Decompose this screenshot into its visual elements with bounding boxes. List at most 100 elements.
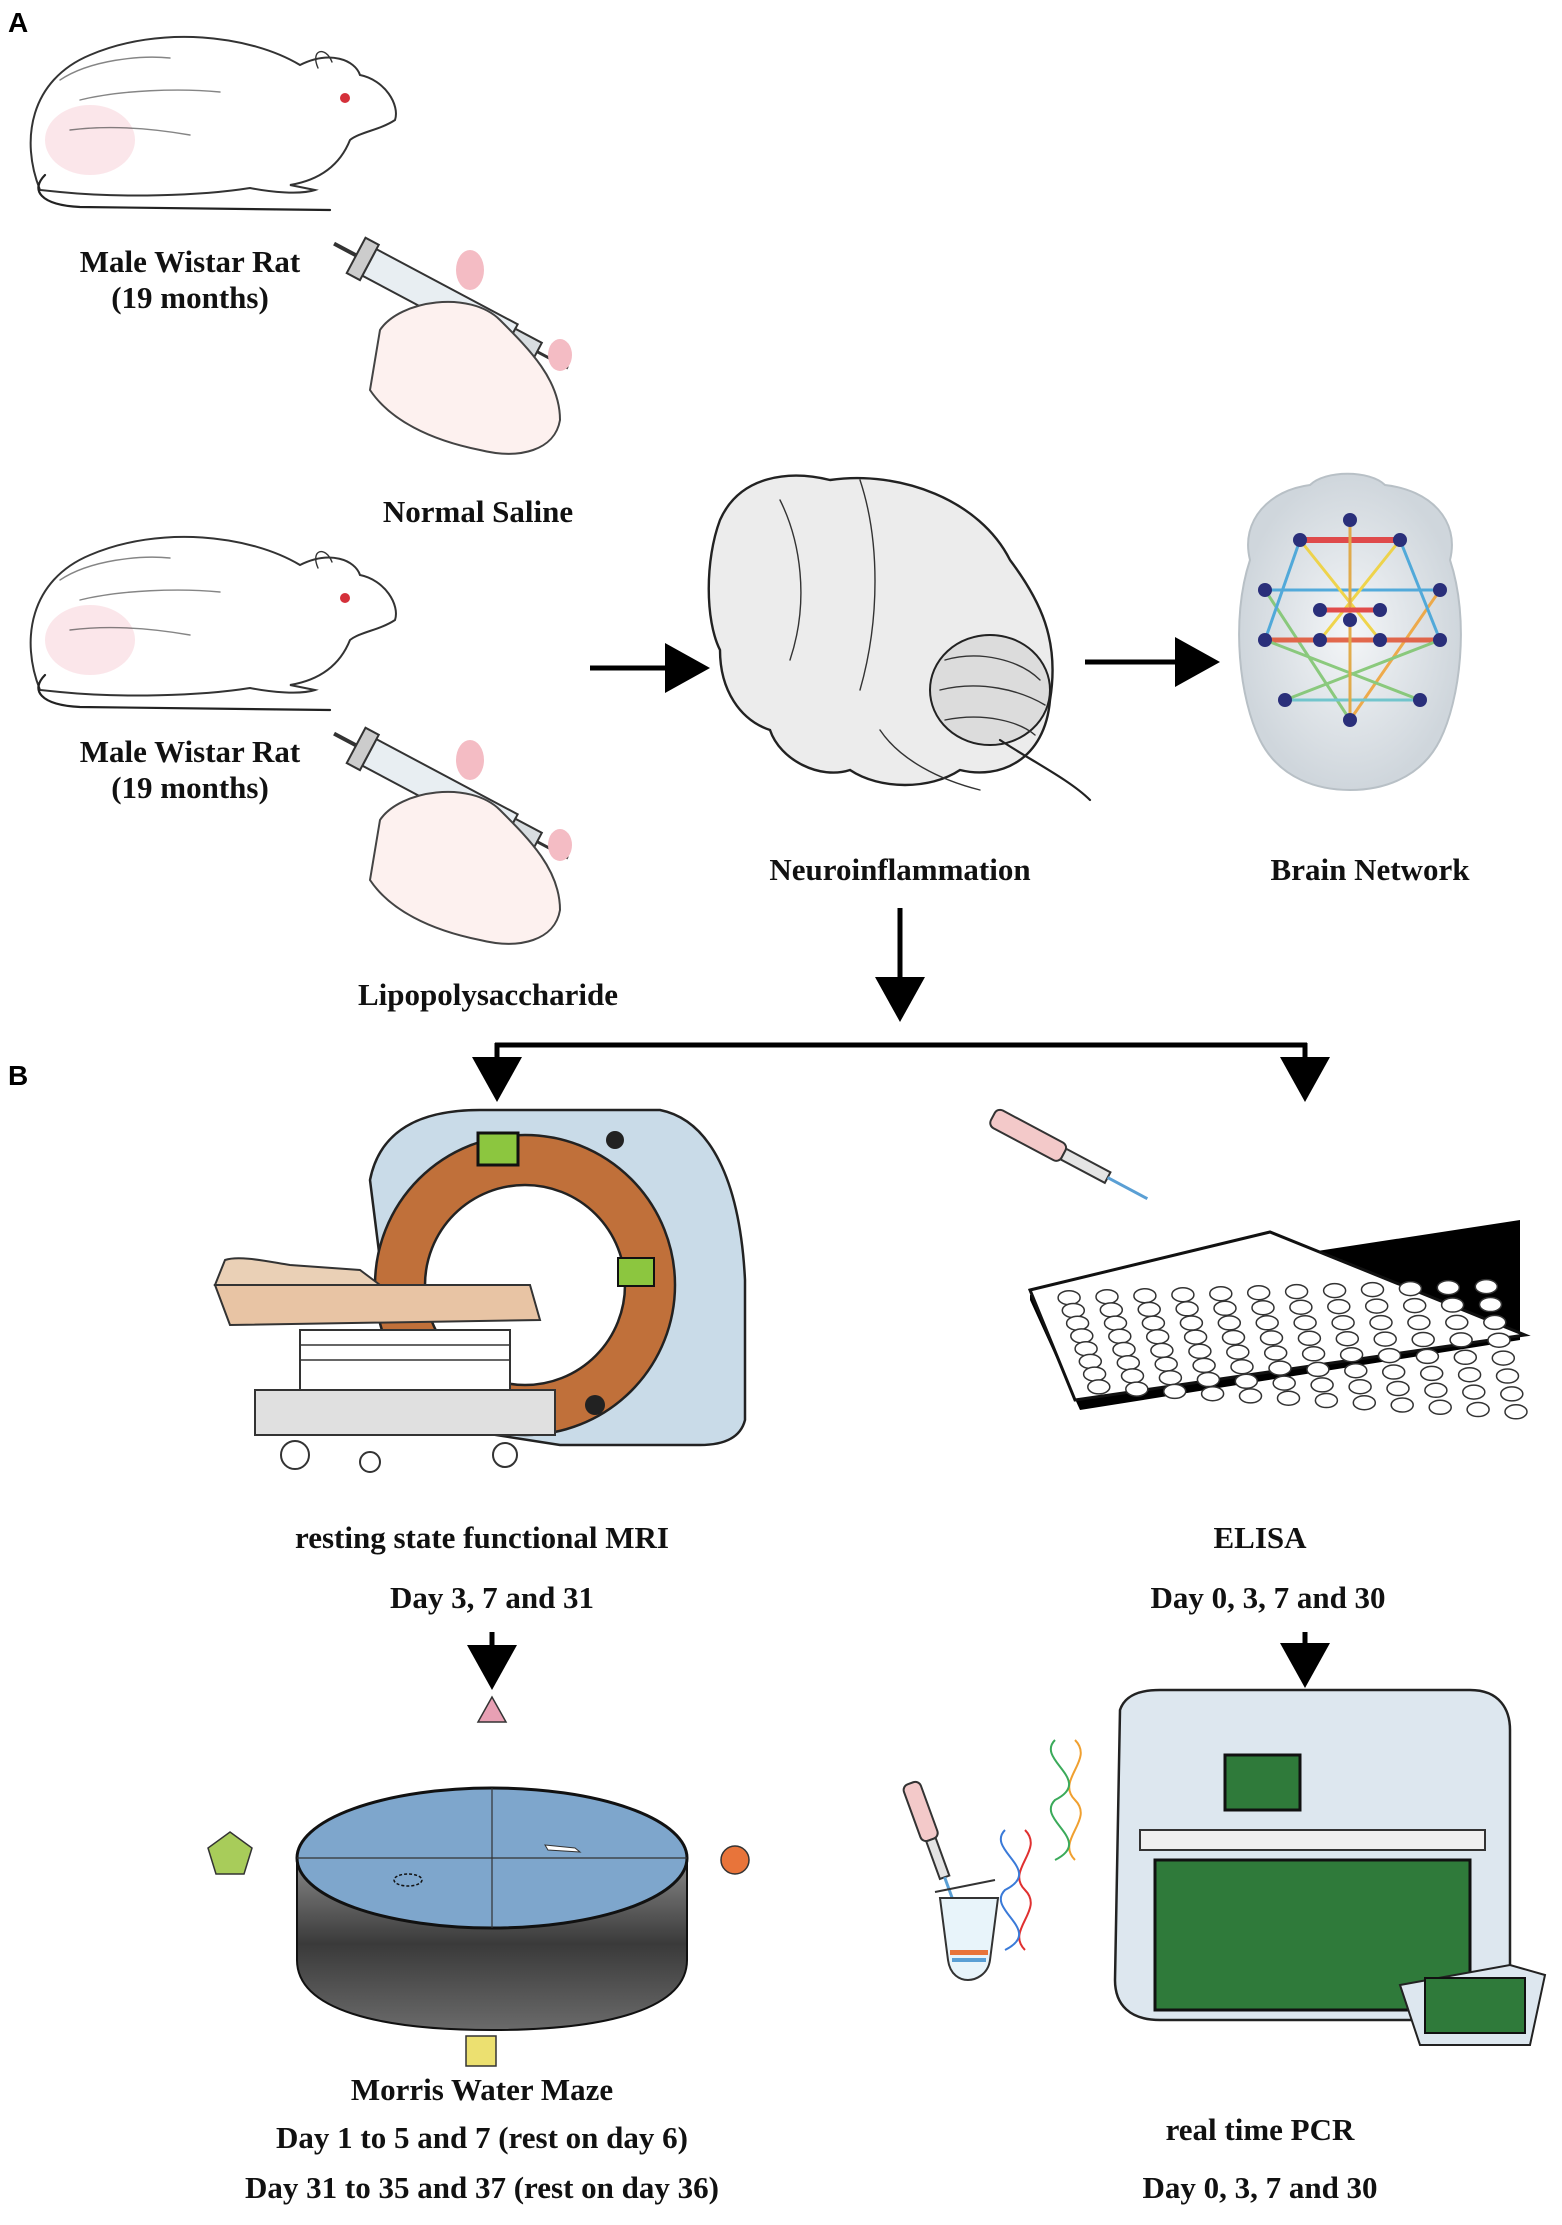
maze-days-1: Day 1 to 5 and 7 (rest on day 6) — [276, 2120, 688, 2155]
rat-illustration-2 — [29, 535, 397, 712]
rat-brain-illustration — [707, 474, 1092, 802]
elisa-well — [1352, 1394, 1377, 1411]
mri-label: resting state functional MRI — [295, 1520, 669, 1555]
elisa-well — [1445, 1314, 1469, 1331]
elisa-well — [1183, 1329, 1208, 1345]
elisa-well — [1188, 1343, 1212, 1360]
rat-2-label-line2: (19 months) — [111, 770, 269, 805]
elisa-well — [1074, 1340, 1098, 1357]
elisa-well — [1462, 1384, 1486, 1400]
elisa-well — [1099, 1302, 1124, 1318]
elisa-well — [1116, 1354, 1141, 1371]
pcr-days: Day 0, 3, 7 and 30 — [1142, 2170, 1377, 2205]
maze-cue-square — [465, 2035, 497, 2067]
maze-cue-circle — [720, 1845, 750, 1875]
elisa-well — [1192, 1357, 1216, 1374]
elisa-well — [1411, 1331, 1435, 1348]
elisa-well — [1175, 1301, 1199, 1317]
panel-label-a: A — [8, 7, 28, 38]
elisa-well — [1360, 1281, 1385, 1298]
panel-label-b: B — [8, 1060, 28, 1091]
elisa-well — [1386, 1380, 1410, 1397]
syringe-hand-illustration-1 — [333, 236, 572, 455]
elisa-well — [1087, 1379, 1111, 1395]
elisa-well — [1065, 1315, 1090, 1331]
elisa-well — [1297, 1330, 1322, 1347]
elisa-well — [1453, 1349, 1478, 1366]
elisa-well — [1322, 1282, 1347, 1299]
pcr-tube-illustration — [934, 1879, 1000, 1982]
elisa-well — [1145, 1328, 1170, 1345]
brain-network-illustration — [1238, 472, 1462, 792]
elisa-well — [1162, 1383, 1187, 1400]
elisa-well — [1095, 1288, 1119, 1305]
elisa-well — [1364, 1298, 1389, 1314]
elisa-well — [1284, 1283, 1309, 1300]
elisa-well — [1171, 1286, 1195, 1303]
elisa-well — [1419, 1365, 1444, 1382]
rat-1-label-line1: Male Wistar Rat — [80, 244, 301, 279]
elisa-well — [1082, 1366, 1107, 1382]
elisa-well — [1369, 1314, 1393, 1331]
elisa-well — [1327, 1298, 1351, 1315]
water-maze-illustration — [295, 1786, 689, 2032]
dna-helix-illustration — [999, 1739, 1082, 1951]
elisa-well — [1057, 1289, 1081, 1306]
elisa-well — [1268, 1360, 1292, 1376]
elisa-well — [1483, 1314, 1507, 1331]
elisa-well — [1137, 1301, 1161, 1318]
elisa-well — [1112, 1341, 1136, 1358]
elisa-well — [1179, 1315, 1204, 1331]
elisa-well — [1390, 1397, 1414, 1413]
elisa-well — [1133, 1287, 1157, 1304]
elisa-well — [1070, 1328, 1094, 1344]
pcr-machine-illustration — [1113, 1688, 1547, 2046]
elisa-well — [1226, 1344, 1250, 1360]
elisa-plate-illustration — [1027, 1220, 1531, 1420]
mri-days: Day 3, 7 and 31 — [390, 1580, 594, 1615]
pipette-illustration-1 — [989, 1108, 1149, 1201]
elisa-well — [1335, 1330, 1360, 1347]
syringe-hand-illustration-2 — [333, 726, 572, 945]
elisa-well — [1436, 1279, 1461, 1296]
elisa-well — [1246, 1284, 1271, 1301]
network-label: Brain Network — [1271, 852, 1471, 887]
rat-1-label-line2: (19 months) — [111, 280, 269, 315]
rat-2-label-line1: Male Wistar Rat — [80, 734, 301, 769]
rat-illustration-1 — [29, 35, 397, 212]
elisa-well — [1125, 1381, 1149, 1397]
elisa-well — [1276, 1390, 1301, 1406]
elisa-well — [1108, 1328, 1132, 1345]
elisa-well — [1428, 1399, 1452, 1416]
elisa-well — [1158, 1369, 1183, 1386]
elisa-well — [1457, 1366, 1482, 1383]
elisa-well — [1495, 1368, 1520, 1384]
elisa-well — [1407, 1314, 1431, 1331]
elisa-well — [1120, 1368, 1145, 1384]
maze-cue-triangle — [476, 1695, 508, 1723]
elisa-well — [1154, 1356, 1178, 1372]
elisa-well — [1415, 1348, 1440, 1365]
mri-scanner-illustration — [213, 1108, 747, 1473]
maze-cue-pentagon — [207, 1831, 253, 1875]
elisa-well — [1230, 1358, 1254, 1375]
elisa-well — [1263, 1345, 1288, 1361]
elisa-well — [1377, 1347, 1402, 1364]
elisa-well — [1293, 1314, 1317, 1331]
elisa-days: Day 0, 3, 7 and 30 — [1150, 1580, 1385, 1615]
elisa-well — [1478, 1296, 1503, 1313]
maze-label: Morris Water Maze — [351, 2072, 613, 2107]
elisa-well — [1310, 1377, 1334, 1393]
elisa-well — [1301, 1346, 1326, 1362]
elisa-well — [1504, 1404, 1528, 1420]
elisa-well — [1078, 1353, 1103, 1370]
elisa-well — [1398, 1280, 1423, 1297]
elisa-well — [1449, 1332, 1473, 1348]
elisa-well — [1424, 1382, 1448, 1399]
elisa-well — [1314, 1392, 1339, 1409]
elisa-well — [1238, 1388, 1263, 1404]
elisa-well — [1141, 1315, 1166, 1331]
elisa-well — [1373, 1331, 1397, 1347]
elisa-well — [1150, 1342, 1174, 1359]
